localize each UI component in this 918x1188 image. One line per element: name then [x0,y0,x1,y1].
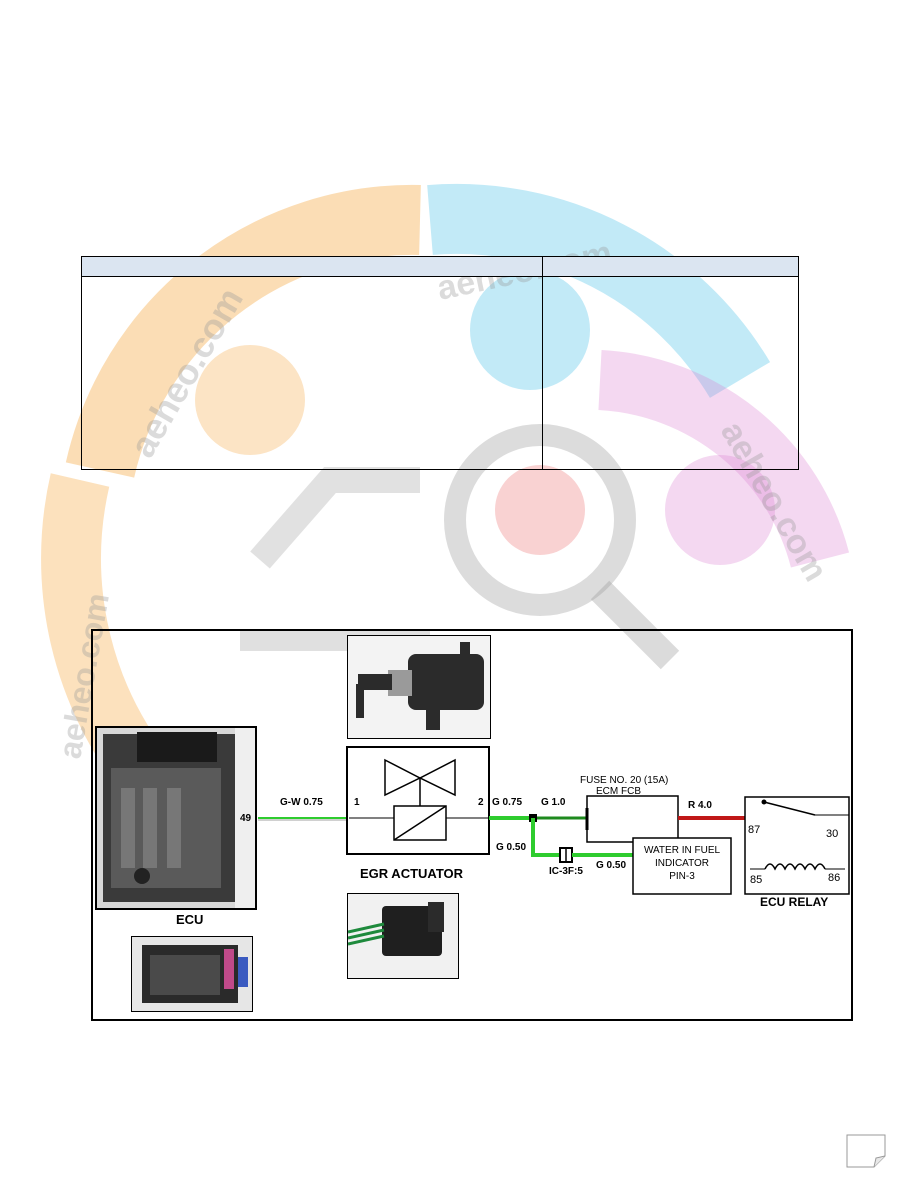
ecu-relay-title: ECU RELAY [760,895,829,909]
fuse-box [586,795,679,843]
egr-pin1-label: 1 [354,797,360,808]
relay-pin-87: 87 [748,824,761,836]
water-in-fuel-line1: WATER IN FUEL [643,845,721,856]
wire-label-r40: R 4.0 [688,800,712,811]
fuse-sublabel: ECM FCB [596,787,641,794]
water-in-fuel-line3: PIN-3 [669,871,695,882]
water-in-fuel-line2: INDICATOR [654,858,710,869]
table-column-divider [542,257,543,469]
info-table [81,256,799,470]
pin-49-label: 49 [240,813,252,824]
egr-connector-photo [347,893,459,979]
connector-label: IC-3F:5 [549,866,583,877]
wire-g-050-a [531,818,560,857]
relay-pin-86: 86 [828,872,841,884]
wire-label-g050-right: G 0.50 [596,860,627,871]
wire-label-g10: G 1.0 [541,797,566,808]
ecu-title: ECU [176,912,204,927]
wire-label-g075: G 0.75 [492,797,523,808]
fuse-label: FUSE NO. 20 (15A) [580,775,669,786]
egr-title: EGR ACTUATOR [360,866,464,881]
egr-pin2-label: 2 [478,797,484,808]
wiring-diagram-frame [91,629,853,1021]
table-header-row [82,257,798,277]
water-in-fuel-box [632,837,732,895]
relay-switch [763,801,816,816]
relay-pin-85: 85 [750,874,763,886]
ecu-photo [95,726,257,910]
wire-label-gw075: G-W 0.75 [280,797,323,808]
ecu-relay-box [744,796,850,895]
page-curl-icon [846,1134,886,1168]
relay-coil [764,863,826,871]
relay-pin-30: 30 [826,828,839,840]
egr-actuator-photo [347,635,491,739]
ecu-connector-photo [131,936,253,1012]
wire-label-g050-left: G 0.50 [496,842,527,853]
